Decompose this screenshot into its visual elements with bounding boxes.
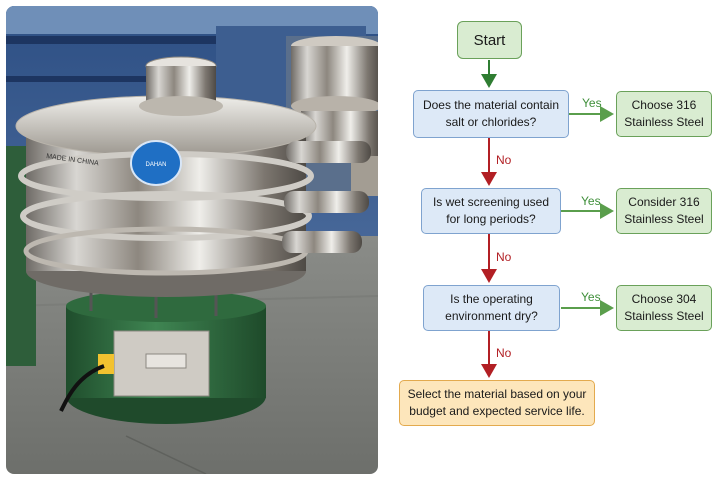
final-line-1: Select the material based on your: [407, 387, 587, 401]
decision-wet-screening: Is wet screening used for long periods?: [421, 188, 561, 234]
no-label-1: No: [496, 153, 512, 167]
outcome-3-line-1: Choose 304: [631, 292, 697, 306]
no-label-2: No: [496, 250, 512, 264]
outcome-3-line-2: Stainless Steel: [624, 309, 704, 323]
outcome-2-line-1: Consider 316: [628, 195, 700, 209]
start-label: Start: [473, 31, 506, 49]
final-recommendation: Select the material based on your budget…: [399, 380, 595, 426]
start-node: Start: [457, 21, 522, 59]
yes-label-1: Yes: [582, 96, 602, 110]
yes-label-2: Yes: [581, 194, 601, 208]
machine-photo: DAHAN MADE IN CHINA: [6, 6, 378, 474]
decision-2-line-1: Is wet screening used: [432, 195, 550, 209]
decision-salt-chlorides: Does the material contain salt or chlori…: [413, 90, 569, 138]
decision-1-line-2: salt or chlorides?: [445, 115, 537, 129]
yes-label-3: Yes: [581, 290, 601, 304]
decision-3-line-2: environment dry?: [445, 309, 538, 323]
decision-dry-environment: Is the operating environment dry?: [423, 285, 560, 331]
material-selection-flowchart: Start Does the material contain salt or …: [378, 0, 720, 480]
outcome-consider-316: Consider 316 Stainless Steel: [616, 188, 712, 234]
outcome-2-line-2: Stainless Steel: [624, 212, 704, 226]
outcome-1-line-1: Choose 316: [631, 98, 697, 112]
decision-1-line-1: Does the material contain: [422, 98, 560, 112]
outcome-1-line-2: Stainless Steel: [624, 115, 704, 129]
final-line-2: budget and expected service life.: [409, 404, 585, 418]
decision-3-line-1: Is the operating: [450, 292, 533, 306]
no-label-3: No: [496, 346, 512, 360]
outcome-choose-316: Choose 316 Stainless Steel: [616, 91, 712, 137]
decision-2-line-2: for long periods?: [446, 212, 536, 226]
outcome-choose-304: Choose 304 Stainless Steel: [616, 285, 712, 331]
